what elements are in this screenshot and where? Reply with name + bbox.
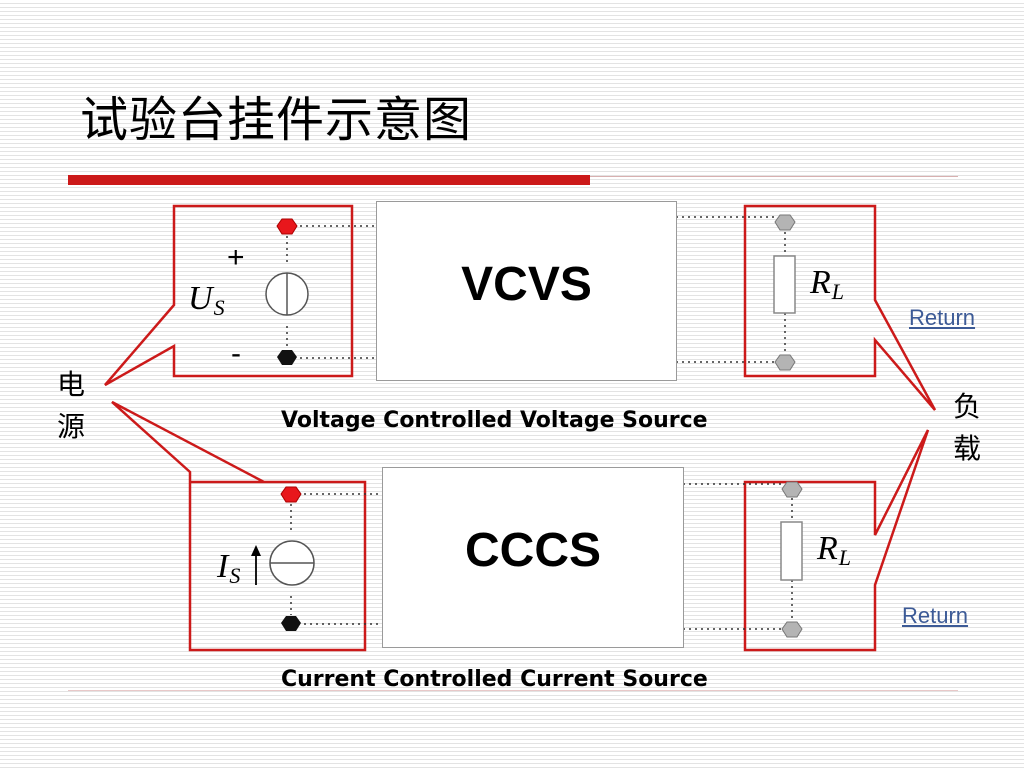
source-callout-bottom — [111, 400, 367, 652]
minus-sign: - — [231, 337, 241, 370]
terminal-black-top — [277, 350, 297, 365]
vcvs-block: VCVS — [376, 201, 677, 381]
terminal-red-top — [276, 218, 298, 235]
source-voltage-symbol: US — [188, 280, 225, 320]
terminal-gray-top-1 — [774, 214, 796, 231]
vcvs-caption: Voltage Controlled Voltage Source — [281, 408, 708, 433]
load-resistor-bottom — [780, 521, 803, 581]
cccs-block: CCCS — [382, 467, 684, 648]
terminal-gray-bottom-1 — [781, 481, 803, 498]
load-resistance-symbol-top: RL — [810, 264, 845, 304]
terminal-red-bottom — [280, 486, 302, 503]
title-underline-thin — [590, 176, 958, 177]
source-current-symbol: IS — [217, 548, 241, 588]
load-callout-bottom — [743, 429, 930, 652]
cccs-caption: Current Controlled Current Source — [281, 667, 708, 692]
load-label: 负 载 — [952, 390, 981, 465]
source-label: 电 源 — [56, 368, 85, 443]
bottom-rule — [68, 690, 958, 691]
load-resistor-top — [773, 255, 796, 314]
plus-sign: + — [227, 241, 245, 274]
current-arrow-icon — [251, 545, 261, 556]
terminal-black-bottom — [281, 616, 301, 631]
load-callout-top — [743, 204, 937, 411]
terminal-gray-bottom-2 — [781, 621, 803, 638]
terminal-gray-top-2 — [774, 354, 796, 371]
source-callout-top — [104, 204, 354, 387]
load-resistance-symbol-bottom: RL — [817, 530, 852, 570]
cccs-label: CCCS — [464, 524, 601, 577]
vcvs-label: VCVS — [461, 257, 592, 311]
return-link-bottom[interactable]: Return — [902, 603, 969, 628]
return-link-top[interactable]: Return — [909, 305, 976, 330]
page-title: 试验台挂件示意图 — [80, 92, 473, 148]
title-underline-red — [68, 175, 590, 185]
